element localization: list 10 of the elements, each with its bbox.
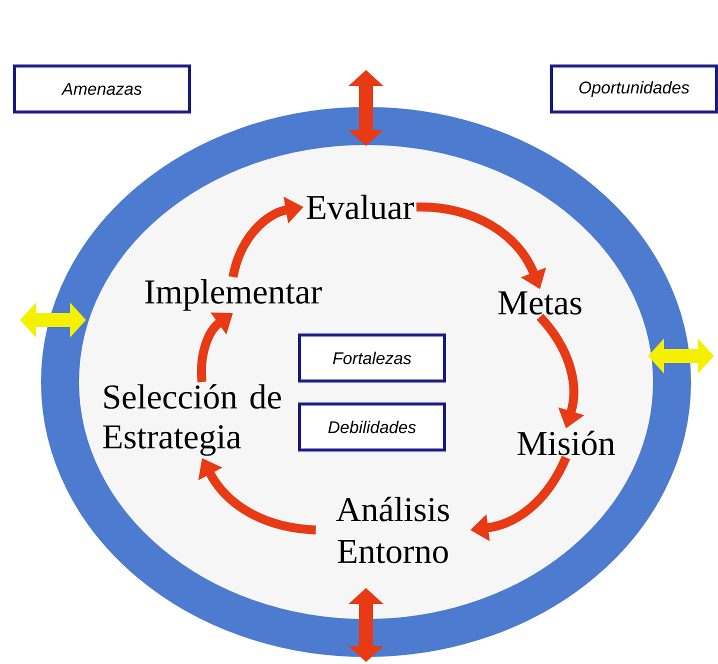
label-box: Amenazas xyxy=(13,64,191,114)
label-box: Oportunidades xyxy=(550,64,718,114)
step-label: Implementar xyxy=(145,279,322,311)
step-label: Misión xyxy=(518,430,615,456)
step-label: Selección de Estrategia xyxy=(103,384,281,456)
label-box: Debilidades xyxy=(298,402,446,452)
step-label: Evaluar xyxy=(306,194,414,220)
label-box: Fortalezas xyxy=(298,334,446,382)
step-label: Análisis Entorno xyxy=(336,496,449,564)
step-label: Metas xyxy=(498,291,582,315)
